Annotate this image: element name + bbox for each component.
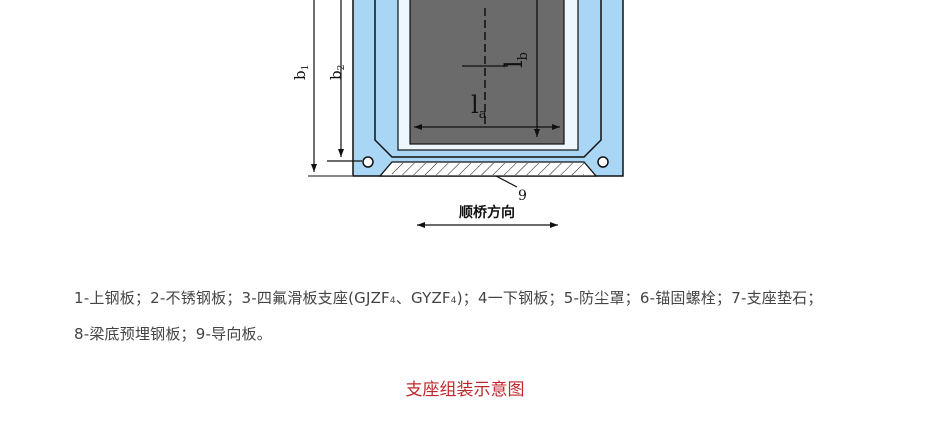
lb-arrow-bottom	[534, 129, 540, 137]
bolt-hole-right	[597, 156, 609, 168]
legend-line-1-part-a: 1-上钢板；2-不锈钢板；3-四氟滑板支座(GJZF	[74, 289, 390, 307]
b1-arrow-bottom	[311, 164, 317, 172]
legend-line-1-part-b: 、GYZF	[395, 289, 451, 307]
legend-subscript-a: 4	[389, 296, 396, 306]
legend-line-1: 1-上钢板；2-不锈钢板；3-四氟滑板支座(GJZF4、GYZF4)；4一下钢板…	[74, 287, 874, 308]
b1-label: b1	[291, 65, 311, 80]
bolt-hole-left	[362, 156, 374, 168]
part9-label: 9	[518, 188, 527, 204]
la-label: la	[471, 91, 487, 122]
b2-arrow-bottom	[338, 149, 344, 157]
legend-line-1-part-c: )；4一下钢板；5-防尘罩；6-锚固螺栓；7-支座垫石；	[456, 289, 823, 307]
legend-line-2: 8-梁底预埋钢板；9-导向板。	[74, 325, 272, 343]
la-arrow-left	[414, 124, 422, 130]
direction-arrow-left	[417, 222, 425, 228]
guide-plate-hatch	[392, 163, 584, 175]
figure-title: 支座组装示意图	[405, 380, 525, 400]
b2-label: b2	[327, 65, 347, 80]
lb-label: lb	[500, 52, 531, 68]
bearing-assembly-diagram: la lb 9 b1 b2 顺桥方向	[291, 0, 624, 228]
la-arrow-right	[552, 124, 560, 130]
inner-outline	[374, 0, 602, 158]
gray-slide-block	[409, 0, 565, 145]
direction-arrow-right	[550, 222, 558, 228]
direction-label: 顺桥方向	[459, 204, 515, 221]
part9-leader	[495, 175, 518, 188]
legend-subscript-b: 4	[450, 296, 457, 306]
